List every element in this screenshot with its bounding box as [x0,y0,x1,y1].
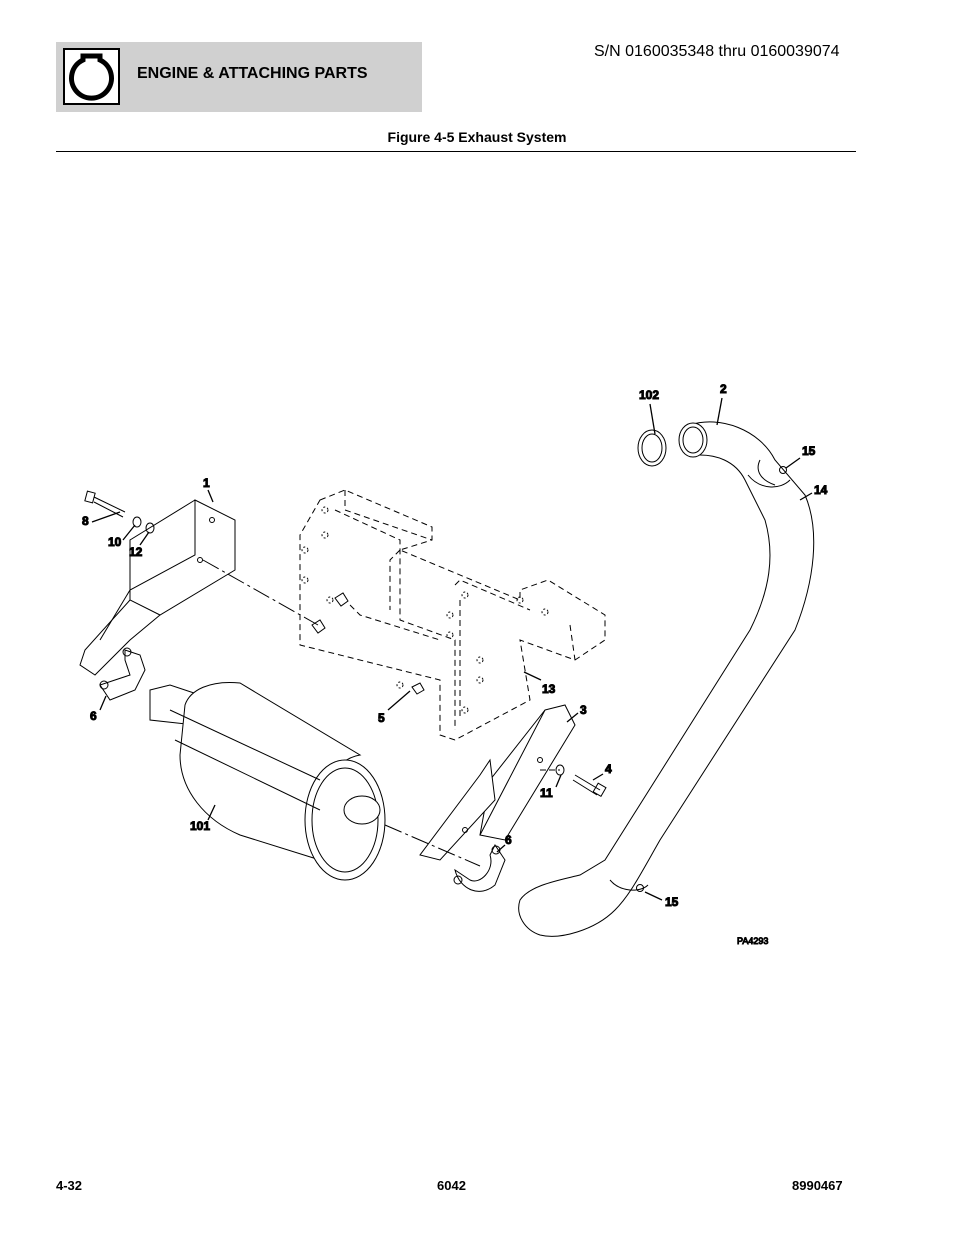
callout-1: 1 [203,476,210,490]
callout-15-lower: 15 [665,895,679,909]
callout-4: 4 [605,762,612,776]
leader-lines [91,397,813,901]
callout-11: 11 [540,786,553,800]
clamps-15 [609,466,791,892]
callout-6-upper: 6 [90,709,97,723]
page-number: 4-32 [56,1178,83,1193]
callout-3: 3 [580,703,587,717]
header-rule [56,151,856,152]
callout-15-upper: 15 [802,444,816,458]
clamp-102 [637,429,667,467]
callout-101: 101 [190,819,210,833]
frame-mount-13 [299,489,606,741]
bracket-1 [79,499,236,676]
callout-102: 102 [639,388,659,402]
callout-13: 13 [542,682,556,696]
model-number: 6042 [437,1178,466,1193]
engine-icon [63,48,120,105]
bolt-8 [84,490,155,534]
callout-2: 2 [720,382,727,396]
exhaust-pipe-14 [518,421,815,937]
bracket-3 [419,704,576,861]
section-title: ENGINE & ATTACHING PARTS [137,65,368,82]
muffler-101 [149,681,386,881]
nuts-5 [311,592,425,695]
clamp-6-upper [99,647,146,701]
clamp-6-lower [453,844,506,892]
callout-14: 14 [814,483,828,497]
bolt-4 [555,764,607,798]
callout-8: 8 [82,514,89,528]
callout-12: 12 [129,545,143,559]
callout-5: 5 [378,711,385,725]
callout-6-lower: 6 [505,833,512,847]
drawing-code: PA4293 [737,936,768,946]
figure-title: Figure 4-5 Exhaust System [387,129,567,145]
serial-range: S/N 0160035348 thru 0160039074 [594,43,840,60]
callout-10: 10 [108,535,122,549]
manual-number: 8990467 [792,1178,843,1193]
frame-holes [301,506,549,714]
